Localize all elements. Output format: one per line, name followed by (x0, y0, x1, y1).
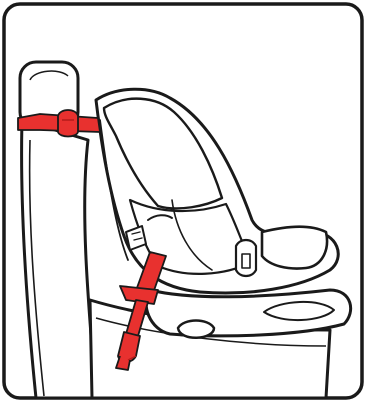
base-foot (178, 321, 214, 338)
top-tether-hook (58, 110, 78, 137)
vehicle-seatback (22, 120, 96, 398)
car-seat-armrest (262, 227, 327, 269)
